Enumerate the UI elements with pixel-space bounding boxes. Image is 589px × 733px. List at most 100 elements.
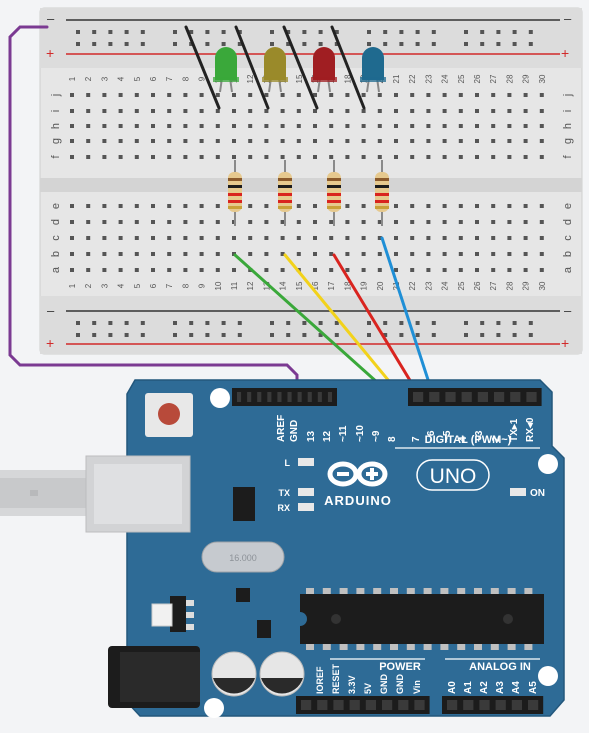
hole[interactable] [151,204,155,208]
hole[interactable] [199,124,204,128]
hole[interactable] [475,155,479,159]
hole[interactable] [426,220,431,224]
header-pin[interactable] [479,700,490,710]
rail-hole[interactable] [512,321,517,325]
rail-hole[interactable] [399,321,404,325]
hole[interactable] [361,220,366,224]
hole[interactable] [491,124,496,128]
hole[interactable] [539,220,544,224]
rail-hole[interactable] [124,321,129,325]
hole[interactable] [264,220,269,224]
rail-hole[interactable] [76,30,80,34]
hole[interactable] [70,93,74,97]
rail-hole[interactable] [92,333,97,337]
rail-hole[interactable] [108,42,113,46]
rail-hole[interactable] [431,30,436,34]
rail-hole[interactable] [173,30,177,34]
rail-hole[interactable] [173,321,177,325]
hole[interactable] [507,236,512,240]
hole[interactable] [442,236,447,240]
hole[interactable] [280,124,285,128]
hole[interactable] [313,204,317,208]
hole[interactable] [199,236,204,240]
rail-hole[interactable] [367,333,371,337]
hole[interactable] [329,124,334,128]
hole[interactable] [491,268,496,272]
hole[interactable] [313,236,317,240]
header-pin[interactable] [510,392,521,402]
header-pin[interactable] [528,700,539,710]
hole[interactable] [232,109,236,113]
hole[interactable] [215,155,220,159]
hole[interactable] [410,124,415,128]
hole[interactable] [329,268,334,272]
hole[interactable] [215,124,220,128]
hole[interactable] [491,252,496,256]
wire-gnd-purple[interactable] [8,25,299,400]
rail-hole[interactable] [140,321,145,325]
hole[interactable] [167,139,172,143]
header-pin[interactable] [287,392,292,402]
rail-hole[interactable] [108,321,113,325]
hole[interactable] [394,155,398,159]
rail-hole[interactable] [512,42,517,46]
hole[interactable] [475,268,479,272]
header-pin[interactable] [277,392,282,402]
rail-hole[interactable] [480,30,485,34]
header-pin[interactable] [382,700,393,710]
hole[interactable] [102,155,107,159]
hole[interactable] [523,139,528,143]
hole[interactable] [394,139,398,143]
hole[interactable] [86,124,91,128]
rail-hole[interactable] [528,30,533,34]
hole[interactable] [151,220,155,224]
hole[interactable] [345,124,350,128]
hole[interactable] [134,139,139,143]
hole[interactable] [118,109,123,113]
rail-hole[interactable] [76,321,80,325]
hole[interactable] [394,220,398,224]
hole[interactable] [426,268,431,272]
hole[interactable] [458,93,463,97]
rail-hole[interactable] [92,30,97,34]
rail-hole[interactable] [334,30,339,34]
hole[interactable] [539,109,544,113]
hole[interactable] [361,268,366,272]
hole[interactable] [507,220,512,224]
rail-hole[interactable] [237,42,242,46]
hole[interactable] [167,109,172,113]
rail-hole[interactable] [92,42,97,46]
rail-hole[interactable] [237,333,242,337]
hole[interactable] [313,93,317,97]
hole[interactable] [507,268,512,272]
hole[interactable] [296,252,301,256]
hole[interactable] [458,236,463,240]
hole[interactable] [523,252,528,256]
hole[interactable] [264,109,269,113]
hole[interactable] [345,109,350,113]
rail-hole[interactable] [383,321,388,325]
hole[interactable] [296,124,301,128]
rail-hole[interactable] [464,42,468,46]
hole[interactable] [86,155,91,159]
rail-hole[interactable] [140,30,145,34]
hole[interactable] [248,139,253,143]
hole[interactable] [410,155,415,159]
hole[interactable] [118,204,123,208]
hole[interactable] [507,93,512,97]
hole[interactable] [118,236,123,240]
hole[interactable] [458,220,463,224]
hole[interactable] [296,155,301,159]
hole[interactable] [377,268,382,272]
hole[interactable] [248,236,253,240]
hole[interactable] [86,252,91,256]
hole[interactable] [377,109,382,113]
hole[interactable] [410,93,415,97]
hole[interactable] [134,252,139,256]
header-pin[interactable] [307,392,312,402]
hole[interactable] [345,139,350,143]
hole[interactable] [134,155,139,159]
hole[interactable] [232,155,236,159]
led-yellow[interactable] [262,47,288,93]
rail-hole[interactable] [302,30,307,34]
